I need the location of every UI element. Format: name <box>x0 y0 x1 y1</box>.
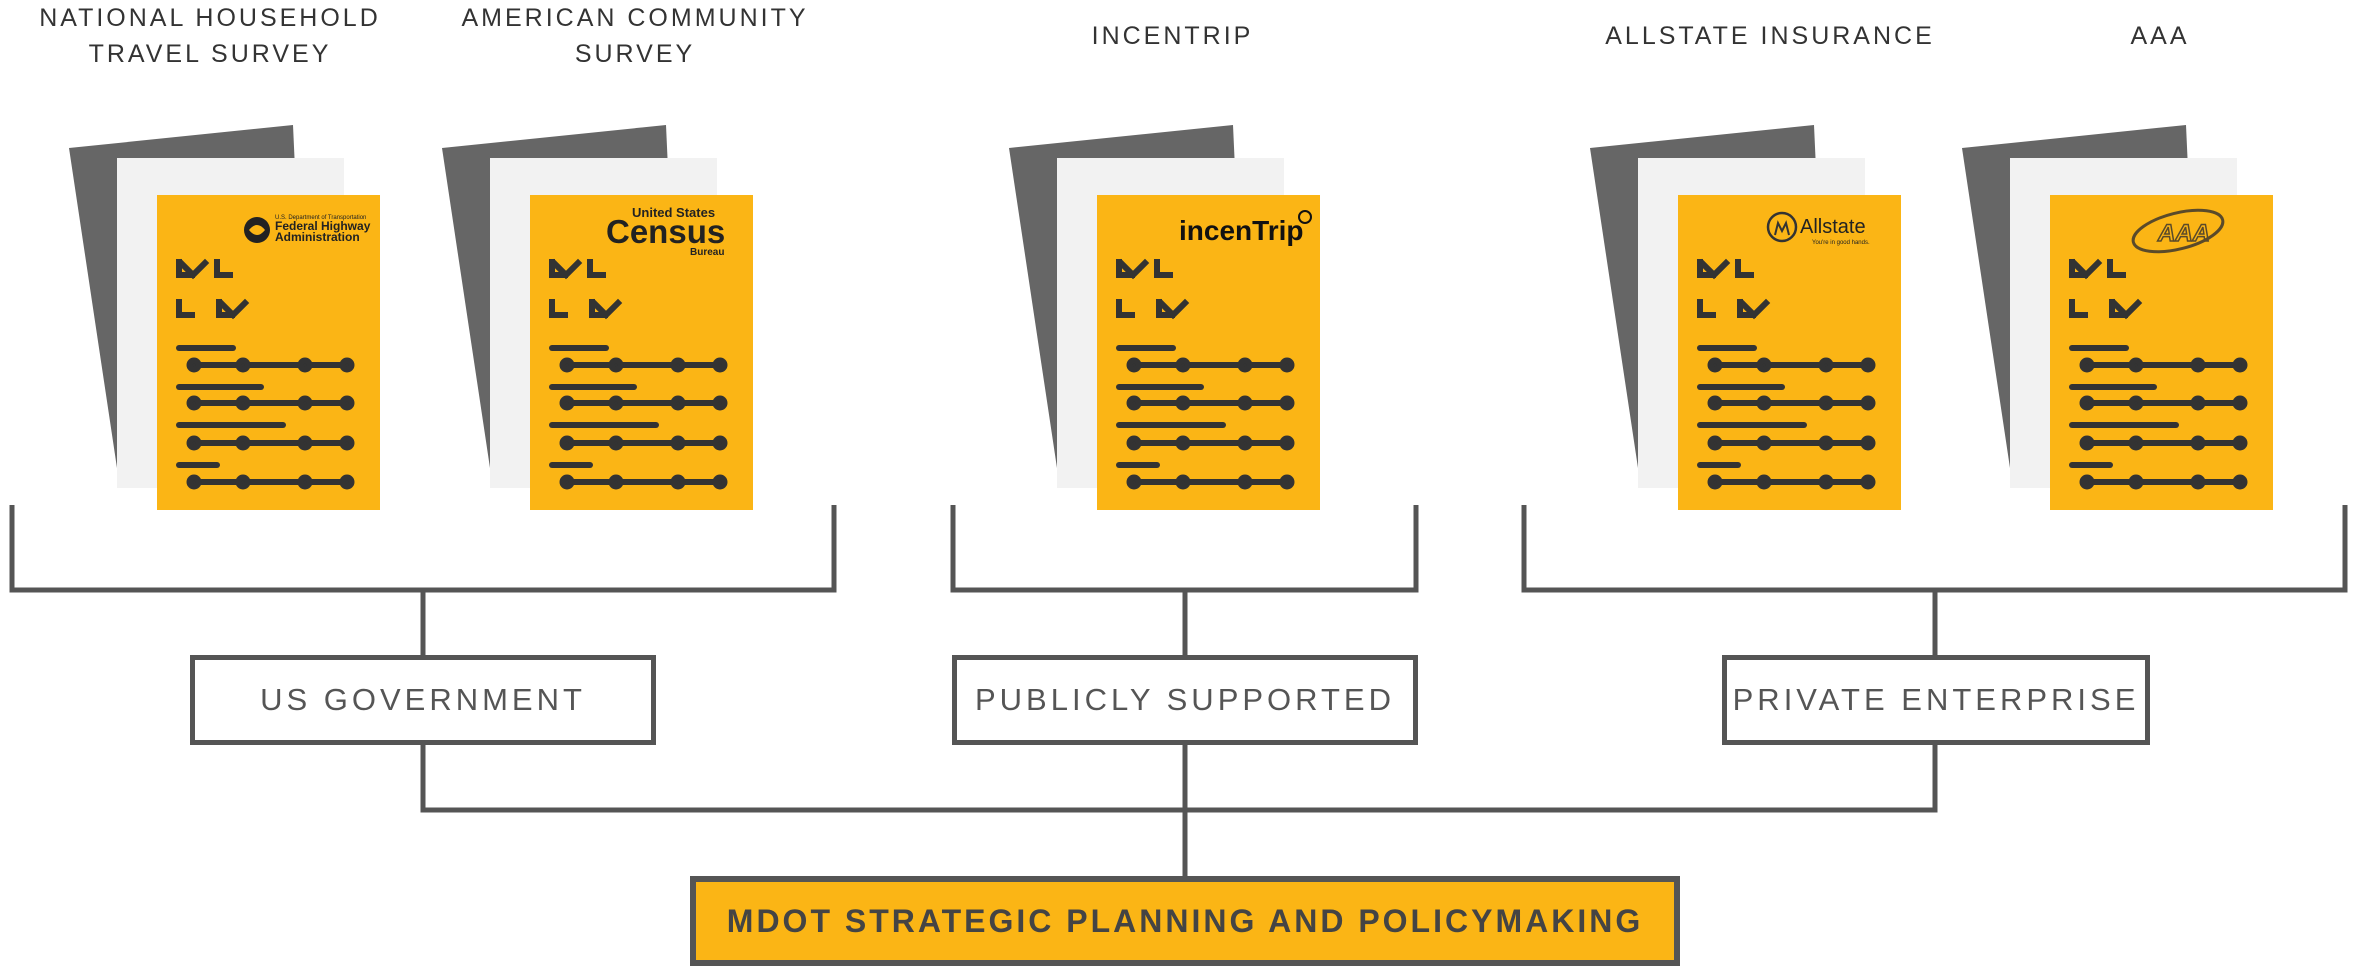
svg-text:Census: Census <box>606 213 725 250</box>
incentrip-logo: incenTrip <box>1179 210 1312 246</box>
document-stack-nhts: U.S. Department of Transportation Federa… <box>69 125 380 510</box>
svg-text:Federal Highway: Federal Highway <box>275 219 371 233</box>
svg-text:Allstate: Allstate <box>1800 216 1866 238</box>
svg-text:AAA: AAA <box>2157 220 2210 247</box>
document-stack-incentrip: incenTrip <box>1009 125 1320 510</box>
mdot-strategic-planning-box: MDOT STRATEGIC PLANNING AND POLICYMAKING <box>690 876 1680 966</box>
fhwa-logo: U.S. Department of Transportation Federa… <box>244 215 371 244</box>
front-sheet <box>2050 195 2273 510</box>
category-us-government: US GOVERNMENT <box>190 655 656 745</box>
census-logo: United States Census Bureau <box>606 205 725 258</box>
aaa-logo: AAA <box>2131 208 2225 254</box>
front-sheet <box>1678 195 1901 510</box>
front-sheet <box>530 195 753 510</box>
merge-line <box>420 743 1938 813</box>
document-stack-acs: United States Census Bureau <box>442 125 753 510</box>
svg-text:United States: United States <box>632 205 715 220</box>
source-label-acs: AMERICAN COMMUNITY SURVEY <box>461 4 809 68</box>
front-sheet <box>157 195 380 510</box>
category-publicly-supported: PUBLICLY SUPPORTED <box>952 655 1418 745</box>
svg-text:You're in good hands.: You're in good hands. <box>1812 240 1870 246</box>
category-private-enterprise: PRIVATE ENTERPRISE <box>1722 655 2150 745</box>
svg-text:incenTrip: incenTrip <box>1179 215 1303 246</box>
source-label-allstate: ALLSTATE INSURANCE <box>1605 22 1935 50</box>
allstate-logo: Allstate You're in good hands. <box>1766 211 1870 246</box>
source-label-nhts: NATIONAL HOUSEHOLD TRAVEL SURVEY <box>39 4 381 68</box>
source-label-incentrip: INCENTRIP <box>1091 22 1254 50</box>
svg-text:U.S. Department of Transportat: U.S. Department of Transportation <box>275 215 366 221</box>
source-label-aaa: AAA <box>2130 22 2190 50</box>
document-stack-aaa: AAA <box>1962 125 2273 510</box>
svg-text:Bureau: Bureau <box>690 247 724 258</box>
front-sheet <box>1097 195 1320 510</box>
document-stack-allstate: Allstate You're in good hands. <box>1590 125 1901 510</box>
svg-text:Administration: Administration <box>275 230 360 244</box>
